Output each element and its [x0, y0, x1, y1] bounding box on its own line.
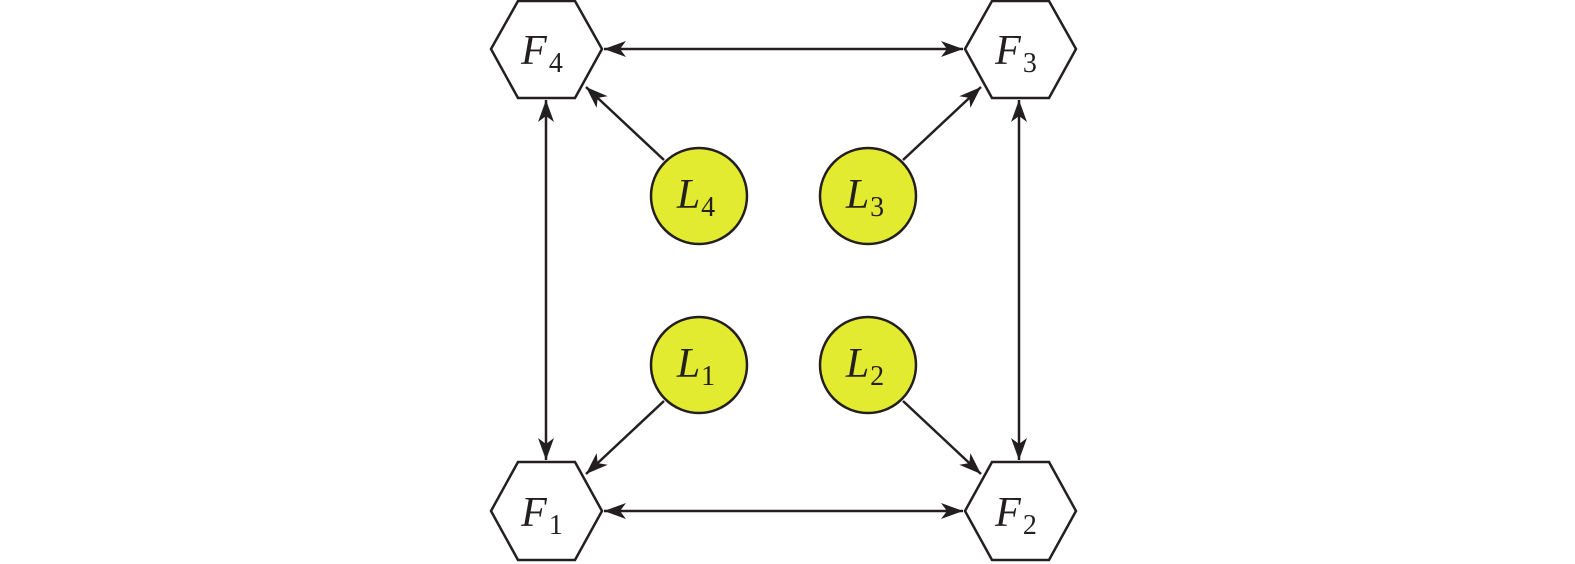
- edge-l4-f4: [585, 86, 665, 161]
- leader-index: 3: [870, 192, 884, 223]
- svg-text:L3: L3: [845, 172, 884, 223]
- follower-letter: F: [520, 490, 547, 536]
- follower-index: 2: [1023, 510, 1037, 541]
- leader-letter: L: [845, 341, 869, 387]
- svg-text:L2: L2: [845, 341, 884, 392]
- edge-l2-f2: [902, 400, 982, 475]
- edge-l3-f3: [902, 86, 982, 161]
- edge-l1-f1: [585, 400, 665, 475]
- leader-index: 2: [870, 361, 884, 392]
- follower-index: 1: [549, 510, 563, 541]
- follower-index: 3: [1023, 48, 1037, 79]
- svg-text:F1: F1: [520, 490, 563, 541]
- leader-node-l2: L2: [818, 315, 918, 415]
- leader-letter: L: [845, 172, 869, 218]
- leader-node-l4: L4: [649, 146, 749, 246]
- svg-text:F2: F2: [994, 490, 1037, 541]
- follower-node-f1: F1: [489, 460, 604, 562]
- follower-node-f3: F3: [963, 0, 1078, 100]
- svg-text:L1: L1: [676, 341, 715, 392]
- follower-node-f2: F2: [963, 460, 1078, 562]
- leader-letter: L: [676, 172, 700, 218]
- svg-text:L4: L4: [676, 172, 715, 223]
- follower-letter: F: [994, 490, 1021, 536]
- leader-node-l3: L3: [818, 146, 918, 246]
- leader-node-l1: L1: [649, 315, 749, 415]
- follower-letter: F: [520, 28, 547, 74]
- follower-letter: F: [994, 28, 1021, 74]
- leader-letter: L: [676, 341, 700, 387]
- edges: [538, 41, 1027, 519]
- svg-text:F3: F3: [994, 28, 1037, 79]
- follower-index: 4: [549, 48, 563, 79]
- leader-index: 1: [701, 361, 715, 392]
- leader-index: 4: [701, 192, 715, 223]
- svg-text:F4: F4: [520, 28, 563, 79]
- follower-node-f4: F4: [489, 0, 604, 100]
